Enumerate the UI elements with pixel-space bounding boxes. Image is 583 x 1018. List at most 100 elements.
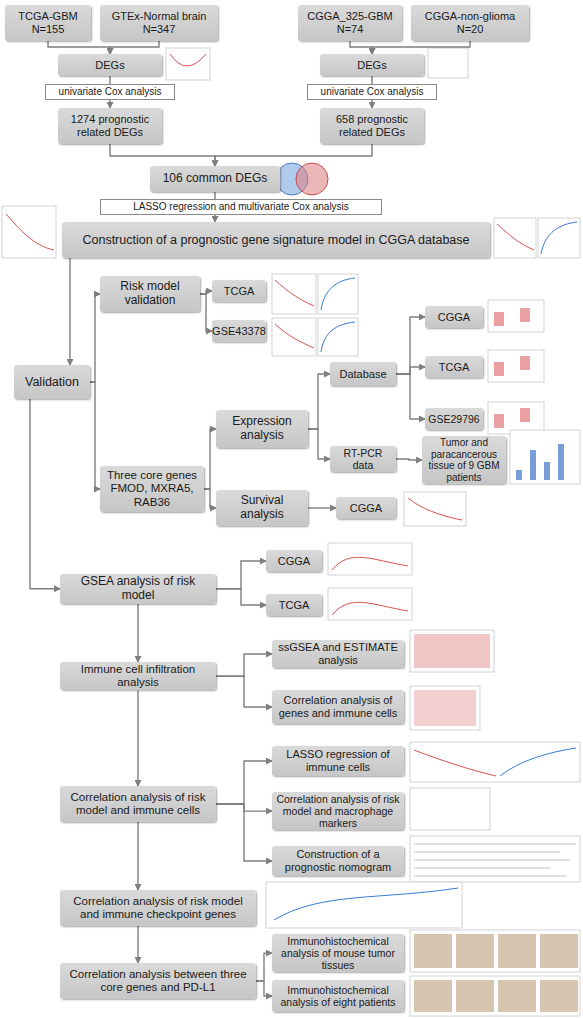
plot-line — [6, 214, 54, 250]
flow-arrow — [90, 382, 100, 489]
box — [494, 414, 504, 428]
ihc-thumbnail — [410, 930, 580, 972]
box-text: Correlation analysis of risk model and i… — [63, 895, 253, 921]
flow-arrow — [396, 374, 425, 419]
box-text: Expression analysis — [219, 415, 305, 443]
process-box: TCGA — [425, 356, 483, 378]
process-box: 658 prognostic related DEGs — [320, 108, 424, 144]
plot-line — [541, 222, 577, 254]
text-wrap: TCGA-GBM N=155 — [8, 10, 88, 35]
text-wrap: RT-PCR data — [333, 447, 393, 471]
process-box: TCGA — [212, 280, 266, 302]
ihc-image — [414, 980, 452, 1012]
bar — [558, 444, 564, 480]
box-text: CGGA — [278, 555, 310, 568]
process-box: LASSO regression of immune cells — [272, 746, 404, 776]
text-wrap: CGGA — [438, 311, 470, 324]
flow-arrow — [216, 676, 272, 707]
heatmap-cells — [414, 690, 476, 726]
flow-arrow — [137, 926, 138, 963]
text-wrap: GSE43378 — [212, 325, 266, 338]
process-box: CGGA — [266, 550, 322, 572]
flow-arrow — [308, 374, 330, 429]
text-wrap: Immunohistochemical analysis of mouse tu… — [275, 935, 401, 971]
process-box: Correlation analysis of risk model and m… — [272, 792, 404, 830]
box-text: TCGA-GBM N=155 — [8, 10, 88, 35]
text-wrap: LASSO regression of immune cells — [275, 748, 401, 773]
box-text: Risk model validation — [103, 280, 197, 308]
box-text: Correlation analysis between three core … — [63, 968, 253, 994]
flow-arrow — [110, 144, 215, 166]
text-wrap: TCGA — [279, 599, 310, 612]
process-box: Three core genes FMOD, MXRA5, RAB36 — [100, 466, 204, 512]
text-wrap: CGGA_325-GBM N=74 — [301, 10, 399, 35]
flow-arrow — [372, 41, 470, 54]
box-text: Survival analysis — [219, 494, 305, 522]
process-box: GTEx-Normal brain N=347 — [100, 5, 218, 41]
box-text: TCGA — [224, 285, 255, 298]
box-text: Validation — [25, 375, 79, 389]
box-text: univariate Cox analysis — [59, 86, 162, 98]
text-wrap: CGGA-non-glioma N=20 — [414, 10, 526, 35]
flow-arrow — [256, 953, 272, 981]
text-wrap: DEGs — [357, 59, 386, 72]
text-wrap: Construction of a prognostic gene signat… — [82, 233, 469, 247]
text-wrap: GSEA analysis of risk model — [63, 575, 213, 603]
venn-circle — [296, 163, 328, 195]
flow-arrow — [350, 41, 372, 54]
text-wrap: Tumor and paracancerous tissue of 9 GBM … — [425, 437, 503, 483]
heatmap-cells — [414, 634, 490, 668]
process-box: CGGA_325-GBM N=74 — [298, 5, 402, 41]
box-text: CGGA_325-GBM N=74 — [301, 10, 399, 35]
flow-arrow — [396, 367, 425, 374]
gsea-thumbnail — [328, 588, 412, 620]
text-wrap: Risk model validation — [103, 280, 197, 308]
process-box: 1274 prognostic related DEGs — [58, 108, 162, 144]
process-box: 106 common DEGs — [150, 166, 280, 192]
process-box: Risk model validation — [100, 276, 200, 312]
heatmap-thumbnail — [410, 686, 480, 730]
process-box: TCGA — [266, 594, 322, 616]
process-box: GSEA analysis of risk model — [60, 574, 216, 604]
text-wrap: Expression analysis — [219, 415, 305, 443]
box-text: 106 common DEGs — [163, 172, 268, 186]
nomogram-thumbnail — [410, 836, 580, 882]
ihc-thumbnail — [410, 976, 580, 1016]
plot-line — [332, 602, 408, 615]
box-text: Correlation analysis of genes and immune… — [275, 694, 401, 719]
flow-arrow — [137, 604, 138, 662]
flow-arrow — [216, 561, 266, 589]
bar — [516, 470, 522, 480]
text-wrap: Correlation analysis of risk model and i… — [63, 895, 253, 921]
flow-arrow — [30, 399, 60, 589]
nomogram-scales — [414, 844, 576, 876]
process-box: Correlation analysis of genes and immune… — [272, 690, 404, 724]
flow-arrow — [200, 294, 212, 331]
flow-arrow — [109, 100, 110, 108]
km-thumbnail — [404, 492, 466, 526]
process-box: Expression analysis — [216, 410, 308, 448]
process-box: Construction of a prognostic gene signat… — [62, 222, 490, 258]
box-text: Three core genes FMOD, MXRA5, RAB36 — [103, 469, 201, 509]
process-box: Construction of a prognostic nomogram — [272, 846, 404, 876]
box-text: Immunohistochemical analysis of mouse tu… — [275, 935, 401, 971]
text-wrap: CGGA — [278, 555, 310, 568]
plot-line — [414, 750, 496, 776]
ihc-image — [540, 980, 578, 1012]
method-label-box: univariate Cox analysis — [45, 84, 175, 100]
text-wrap: Validation — [25, 375, 79, 389]
process-box: Tumor and paracancerous tissue of 9 GBM … — [422, 436, 506, 484]
km-thumbnail — [272, 274, 316, 314]
text-wrap: Construction of a prognostic nomogram — [275, 848, 401, 873]
text-wrap: 1274 prognostic related DEGs — [61, 113, 159, 138]
km-thumbnail — [272, 318, 316, 356]
text-wrap: Survival analysis — [219, 494, 305, 522]
box-text: univariate Cox analysis — [321, 86, 424, 98]
bar — [544, 462, 550, 480]
method-label-box: univariate Cox analysis — [307, 84, 437, 100]
heatmap-thumbnail — [410, 630, 494, 672]
flow-arrow — [137, 822, 138, 890]
box — [494, 362, 504, 376]
plot-line — [408, 498, 462, 520]
flow-arrow — [204, 429, 216, 489]
